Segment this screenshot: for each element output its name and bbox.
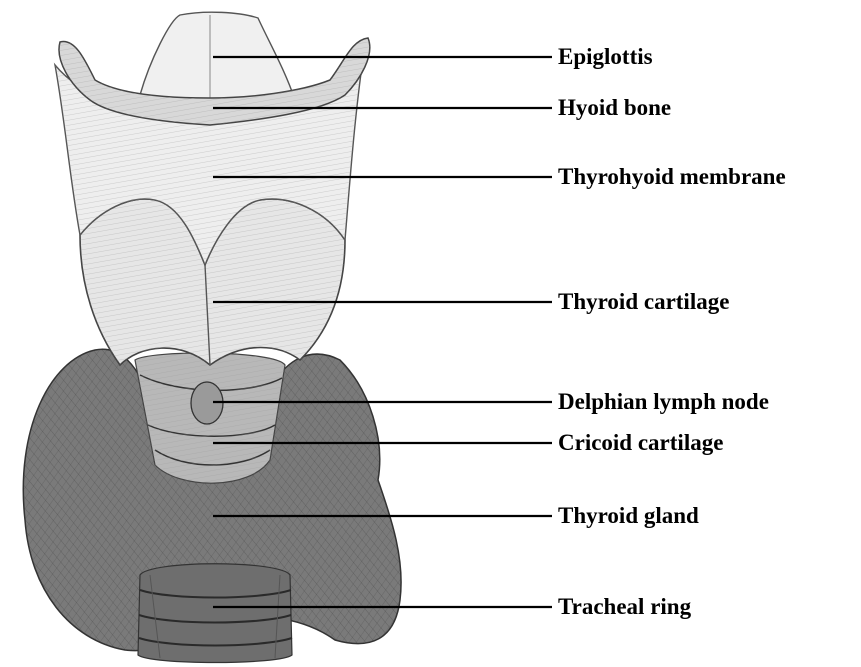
label-hyoid-bone: Hyoid bone: [558, 95, 671, 121]
label-thyrohyoid-membrane: Thyrohyoid membrane: [558, 164, 786, 190]
label-thyroid-gland: Thyroid gland: [558, 503, 699, 529]
label-delphian-lymph-node: Delphian lymph node: [558, 389, 769, 415]
label-thyroid-cartilage: Thyroid cartilage: [558, 289, 729, 315]
label-epiglottis: Epiglottis: [558, 44, 653, 70]
trachea-shape: [138, 564, 292, 663]
label-cricoid-cartilage: Cricoid cartilage: [558, 430, 723, 456]
label-tracheal-ring: Tracheal ring: [558, 594, 691, 620]
